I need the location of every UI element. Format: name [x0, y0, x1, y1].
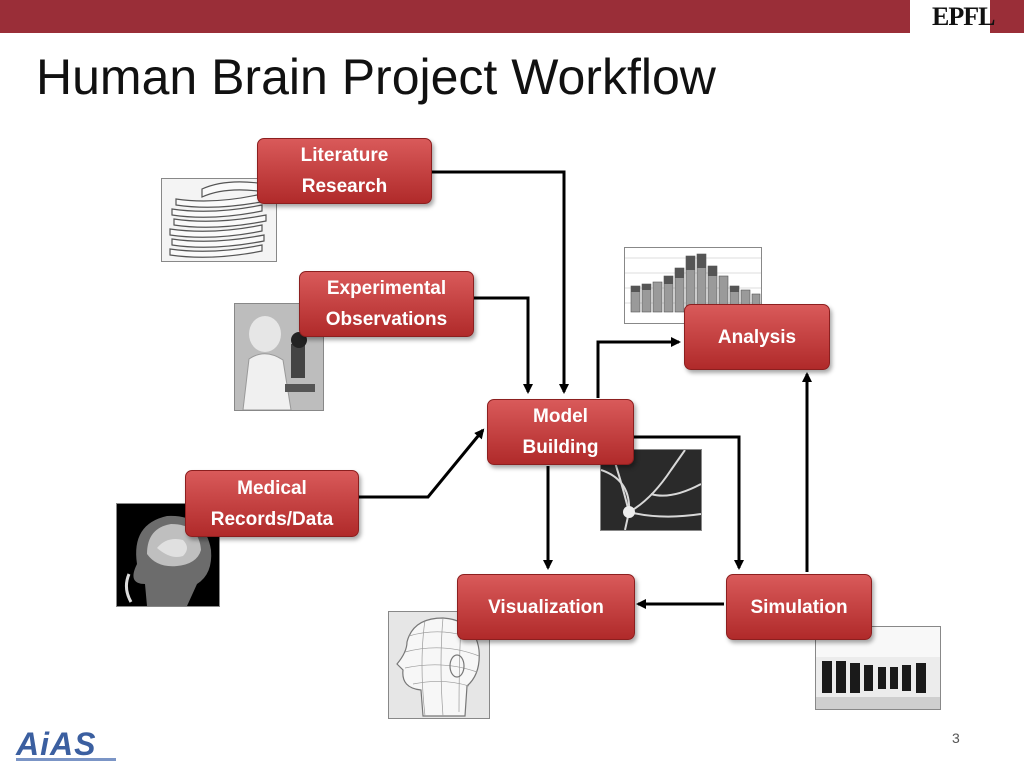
arrow-experimental-to-model [473, 296, 533, 394]
node-label: Records/Data [210, 508, 334, 530]
node-label: Analysis [717, 326, 797, 348]
page-title: Human Brain Project Workflow [36, 49, 716, 105]
node-label: Research [301, 176, 388, 197]
node-label: Experimental [326, 278, 447, 299]
simulation-node: Simulation [726, 574, 872, 640]
server-room-icon [815, 626, 941, 710]
literature-research-node: Literature Research [257, 138, 432, 204]
page-number: 3 [952, 730, 960, 746]
analysis-node: Analysis [684, 304, 830, 370]
stacked-books-icon [161, 178, 277, 262]
arrow-model-to-simulation [633, 435, 744, 570]
arrow-literature-to-model [431, 170, 569, 394]
arrow-model-to-analysis [596, 337, 681, 398]
node-label: Building [522, 437, 599, 458]
medical-records-node: Medical Records/Data [185, 470, 359, 537]
wireframe-head-icon [388, 611, 490, 719]
node-label: Observations [325, 309, 448, 330]
epfl-logo-icon: EPFL [910, 0, 995, 33]
node-label: Simulation [750, 596, 848, 618]
experimental-observations-node: Experimental Observations [299, 271, 474, 337]
model-building-node: Model Building [487, 399, 634, 465]
header-bar [0, 0, 1024, 33]
node-label: Visualization [488, 596, 604, 618]
node-label: Model [533, 406, 588, 427]
node-label: Literature [300, 145, 389, 166]
node-label: Medical [237, 477, 307, 499]
aias-logo-icon: AiAS [16, 726, 116, 762]
visualization-node: Visualization [457, 574, 635, 640]
histogram-icon [624, 247, 762, 324]
arrow-medical-to-model [358, 428, 485, 499]
